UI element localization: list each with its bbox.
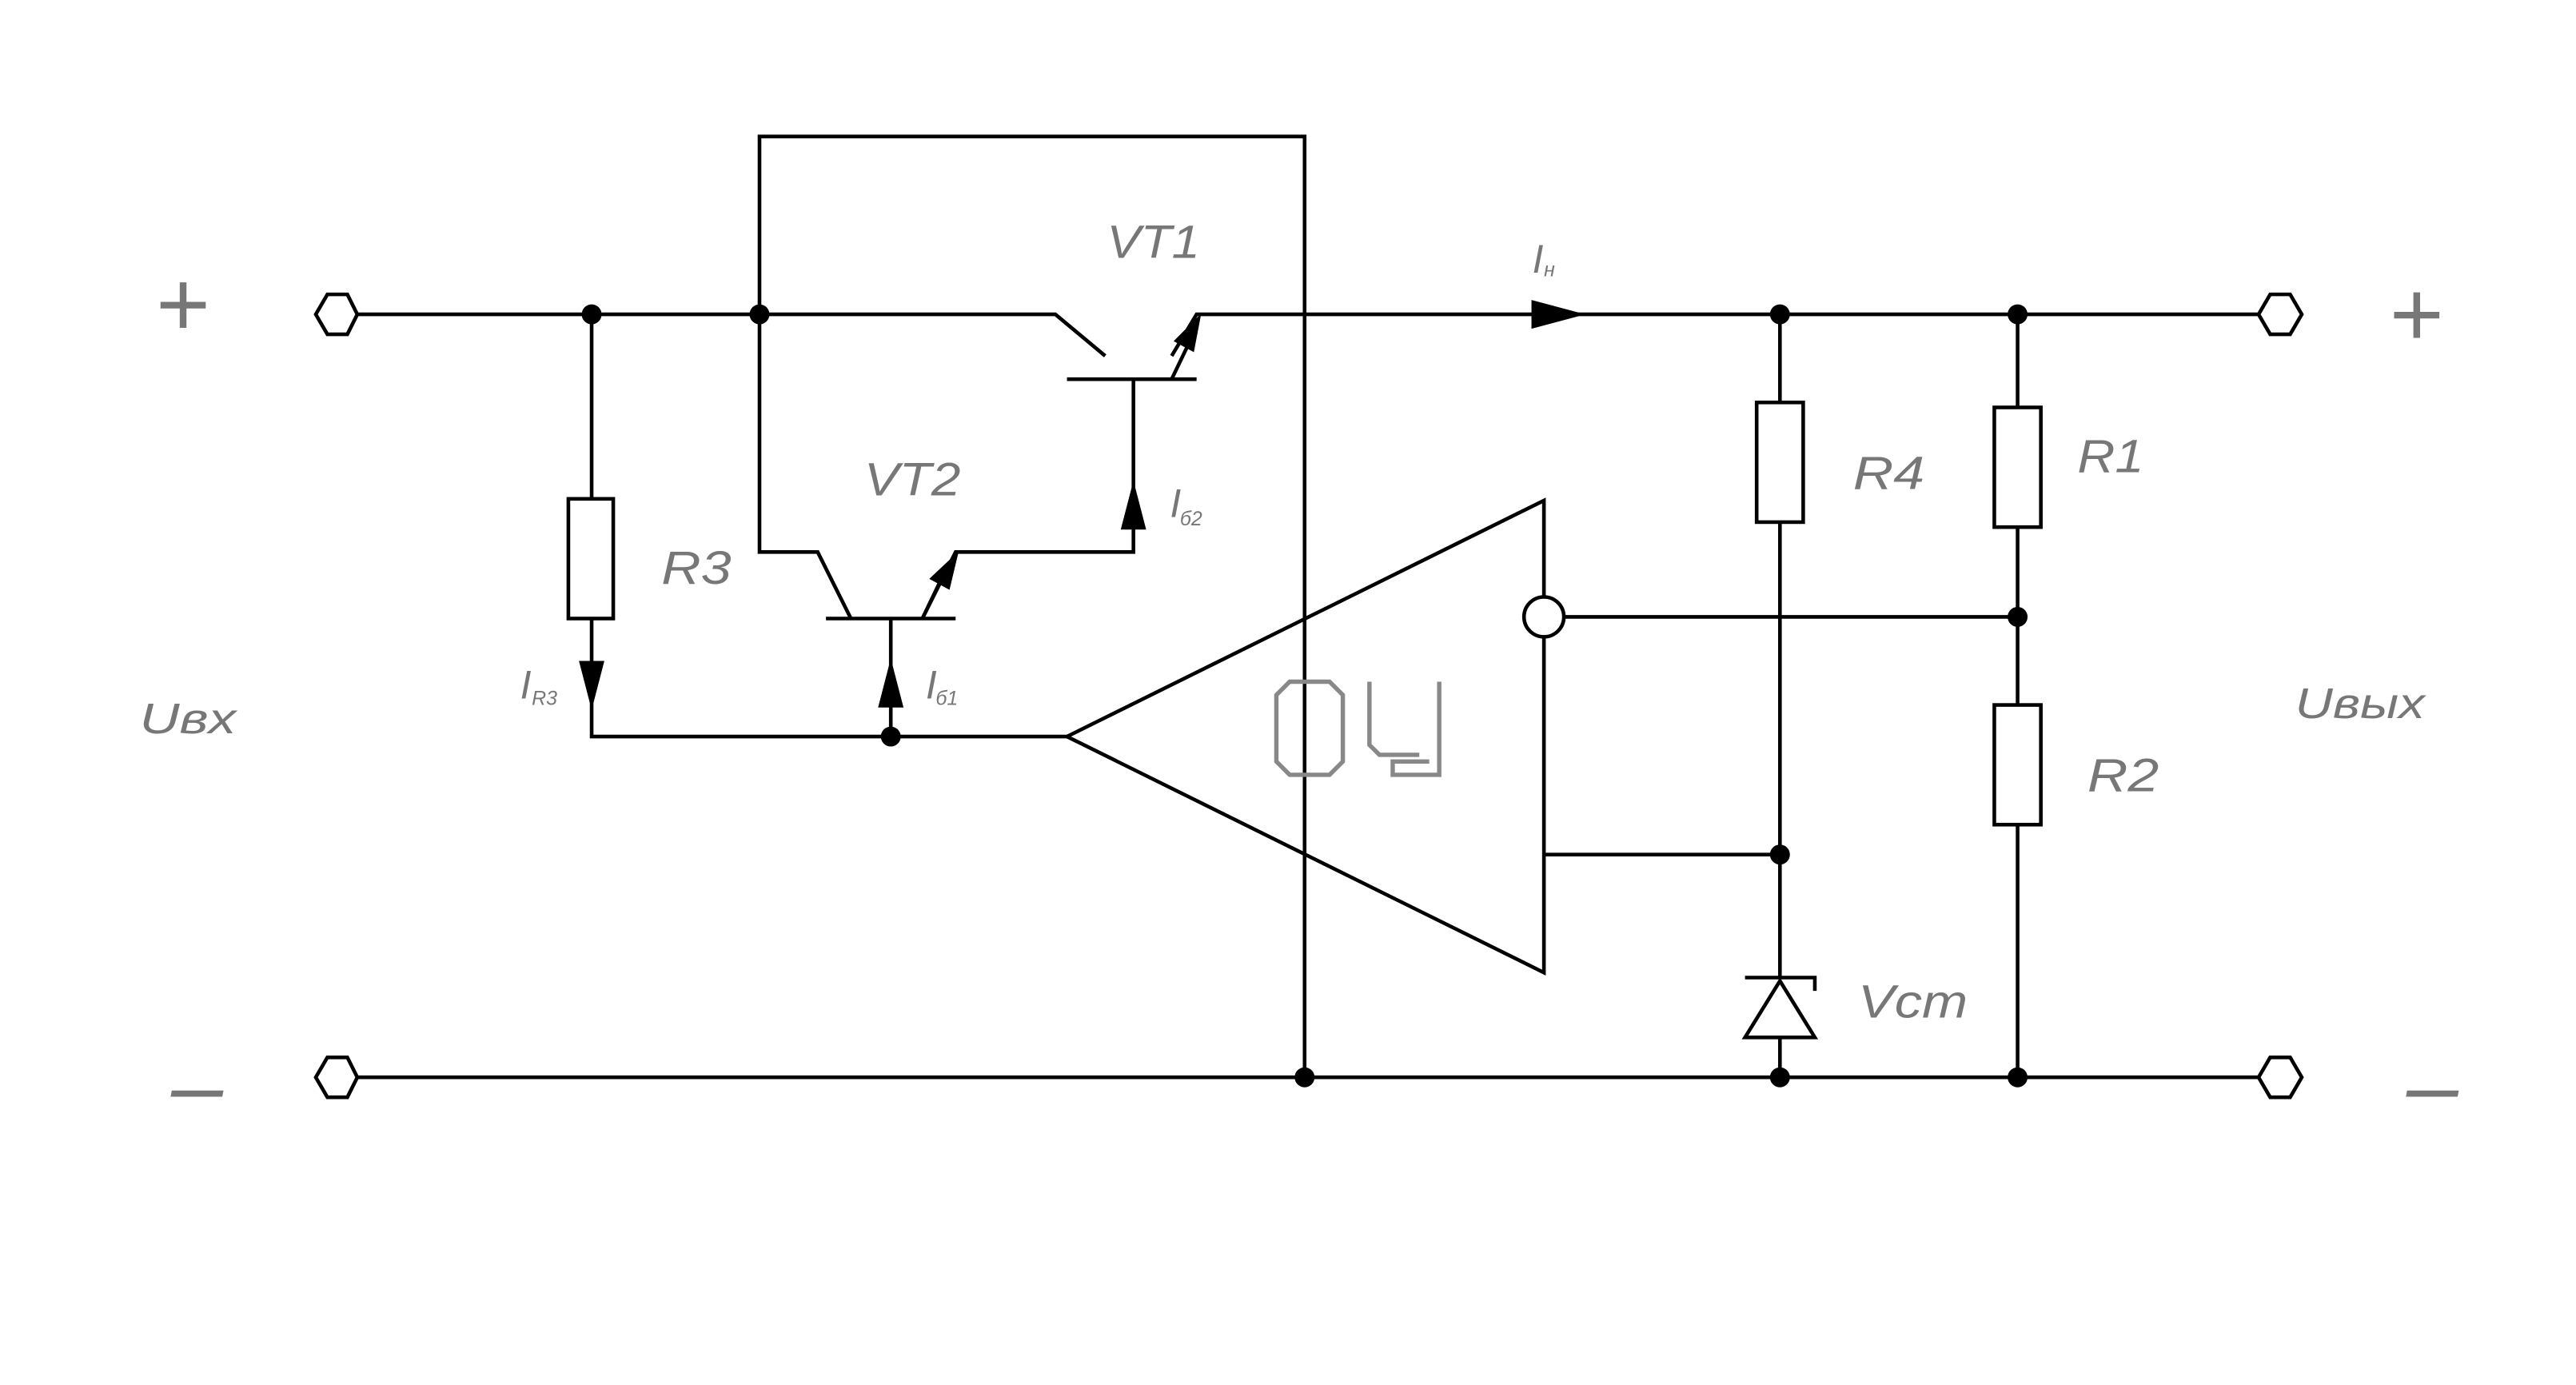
zener-diode-icon bbox=[1741, 976, 1819, 1040]
vt2-emitter-arrow-icon bbox=[929, 551, 959, 590]
r3-current-label: I bbox=[520, 662, 532, 707]
vt2-base-current-label: I bbox=[926, 662, 937, 707]
r3-label: R3 bbox=[661, 542, 731, 594]
junction-dot bbox=[2008, 1067, 2028, 1088]
vt2-base-current-arrow-icon bbox=[878, 658, 904, 708]
input-negative-terminal bbox=[313, 1055, 360, 1100]
r3-current-arrow-icon bbox=[579, 661, 604, 710]
input-positive-terminal bbox=[313, 292, 360, 337]
vt1-label: VT1 bbox=[1107, 216, 1199, 268]
input-plus-sign: + bbox=[154, 252, 209, 356]
vt1-base-current-subscript: б2 bbox=[1180, 508, 1202, 530]
resistor-r1 bbox=[1992, 405, 2043, 529]
wires bbox=[353, 134, 2261, 1080]
r1-label: R1 bbox=[2077, 431, 2143, 483]
op-amp-mark-icon bbox=[1274, 679, 1442, 777]
labels: + – + – Uвх Uвых VT1 VT2 R3 R4 R1 R2 Vст… bbox=[140, 216, 2459, 1137]
r3-current-subscript: R3 bbox=[532, 688, 557, 710]
junction-dot bbox=[1769, 1067, 1790, 1088]
vt2-label: VT2 bbox=[864, 454, 961, 506]
junction-dot bbox=[1769, 844, 1790, 865]
op-amp-inverting-input bbox=[1521, 595, 1566, 639]
input-voltage-label: Uвх bbox=[140, 695, 238, 743]
junction-dot bbox=[749, 304, 770, 325]
output-positive-terminal bbox=[2256, 292, 2304, 337]
junction-dot bbox=[581, 304, 602, 325]
junction-dot bbox=[2008, 304, 2028, 325]
wire-r3-bottom bbox=[589, 618, 1067, 739]
vt1-base-current-arrow-icon bbox=[1120, 480, 1146, 530]
junction-dot bbox=[2008, 606, 2028, 627]
vt1-emitter-arrow-icon bbox=[1173, 313, 1202, 353]
junctions bbox=[581, 304, 2028, 1088]
output-voltage-label: Uвых bbox=[2295, 680, 2427, 728]
terminals bbox=[313, 292, 2304, 1100]
wire-top-loop bbox=[757, 134, 1307, 1078]
wire-input-positive-rail bbox=[353, 312, 1107, 357]
output-minus-sign: – bbox=[2406, 1033, 2459, 1137]
junction-dot bbox=[880, 726, 901, 747]
vt1-base-current-label: I bbox=[1170, 481, 1181, 526]
input-minus-sign: – bbox=[170, 1033, 224, 1137]
r4-label: R4 bbox=[1853, 447, 1924, 499]
load-current-arrow-icon bbox=[1531, 300, 1585, 329]
op-amp: ОУ bbox=[1063, 497, 1566, 976]
wire-output-positive-rail bbox=[1170, 312, 2261, 357]
resistor-r2 bbox=[1992, 703, 2043, 827]
load-current-label: I bbox=[1533, 237, 1544, 281]
output-plus-sign: + bbox=[2388, 262, 2442, 366]
zener-label: Vст bbox=[1858, 976, 1968, 1028]
r2-label: R2 bbox=[2088, 750, 2159, 802]
op-amp-triangle bbox=[1063, 497, 1546, 976]
load-current-subscript: н bbox=[1544, 258, 1555, 281]
resistor-r4 bbox=[1754, 400, 1805, 525]
output-negative-terminal bbox=[2256, 1055, 2304, 1100]
resistor-r3 bbox=[566, 497, 616, 621]
transistor-vt1 bbox=[1067, 313, 1202, 381]
wire-vt2-collector bbox=[757, 314, 853, 620]
junction-dot bbox=[1769, 304, 1790, 325]
junction-dot bbox=[1294, 1067, 1315, 1088]
transistor-vt2 bbox=[826, 551, 959, 621]
vt2-base-current-subscript: б1 bbox=[935, 688, 958, 710]
